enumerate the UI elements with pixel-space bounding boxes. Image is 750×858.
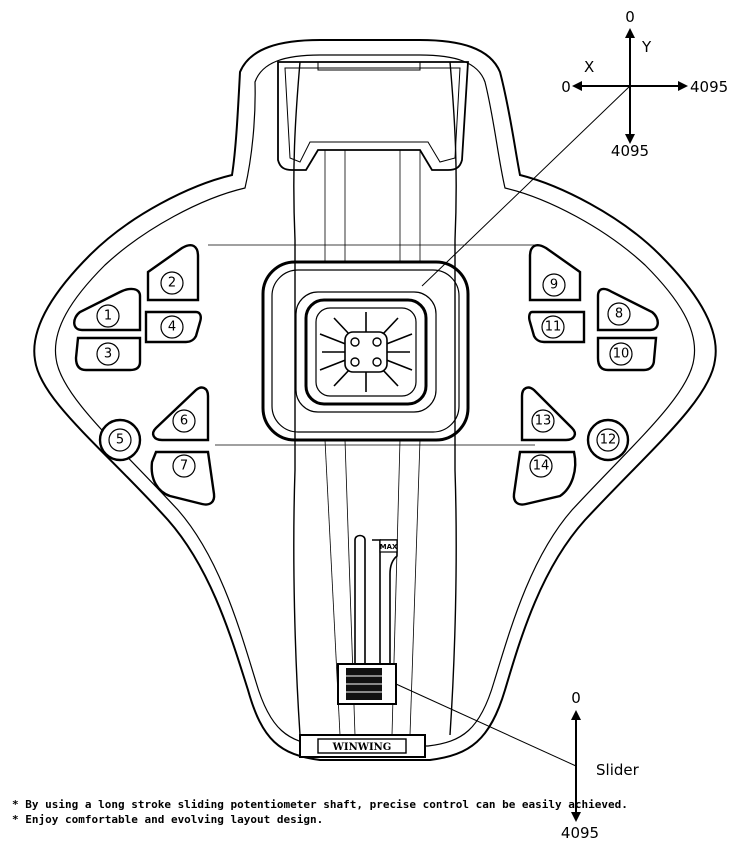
slider-leader-line [395, 683, 577, 767]
axis-x-label: X [584, 58, 594, 76]
button-label-12: 12 [600, 433, 617, 448]
button-6[interactable] [151, 386, 210, 442]
button-label-6: 6 [180, 414, 188, 429]
brand-plate: WINWING [299, 734, 426, 758]
button-13[interactable] [520, 386, 577, 442]
inner-shell [54, 54, 696, 747]
slider-knob[interactable] [337, 663, 397, 705]
button-label-3: 3 [104, 347, 112, 362]
button-label-8: 8 [615, 307, 623, 322]
button-3[interactable] [74, 336, 142, 372]
button-11[interactable] [527, 310, 586, 344]
button-10[interactable] [596, 336, 658, 372]
slider-axis-bottom: 4095 [561, 824, 599, 842]
button-7[interactable] [150, 450, 216, 506]
xy-axis-indicator [572, 28, 688, 144]
button-label-11: 11 [545, 320, 562, 335]
slider-label: Slider [596, 761, 640, 779]
brand-logo: WINWING [332, 742, 392, 753]
axis-x-right: 4095 [690, 78, 728, 96]
note-line-1: * By using a long stroke sliding potenti… [12, 798, 628, 811]
center-hat[interactable] [261, 260, 470, 442]
button-12[interactable] [586, 418, 630, 462]
top-handle [277, 61, 469, 171]
slider-axis-top: 0 [571, 689, 581, 707]
button-label-1: 1 [104, 309, 112, 324]
button-5[interactable] [98, 418, 142, 462]
button-label-5: 5 [116, 433, 124, 448]
axis-x-left: 0 [561, 78, 571, 96]
axis-y-top: 0 [625, 8, 635, 26]
center-spine [293, 61, 457, 736]
button-label-7: 7 [180, 459, 188, 474]
stick-leader-line [421, 85, 631, 287]
button-label-9: 9 [550, 278, 558, 293]
outer-shell [33, 39, 717, 761]
button-1[interactable] [73, 287, 142, 332]
button-8[interactable] [596, 287, 659, 332]
button-4[interactable] [144, 310, 202, 344]
axis-y-bottom: 4095 [611, 142, 649, 160]
button-label-4: 4 [168, 320, 176, 335]
axis-y-label: Y [641, 38, 652, 56]
button-label-14: 14 [533, 459, 550, 474]
note-line-2: * Enjoy comfortable and evolving layout … [12, 813, 324, 826]
slider-max-label: MAX [380, 543, 398, 551]
button-label-10: 10 [613, 347, 630, 362]
button-label-2: 2 [168, 276, 176, 291]
button-label-13: 13 [535, 414, 552, 429]
button-14[interactable] [512, 450, 577, 506]
